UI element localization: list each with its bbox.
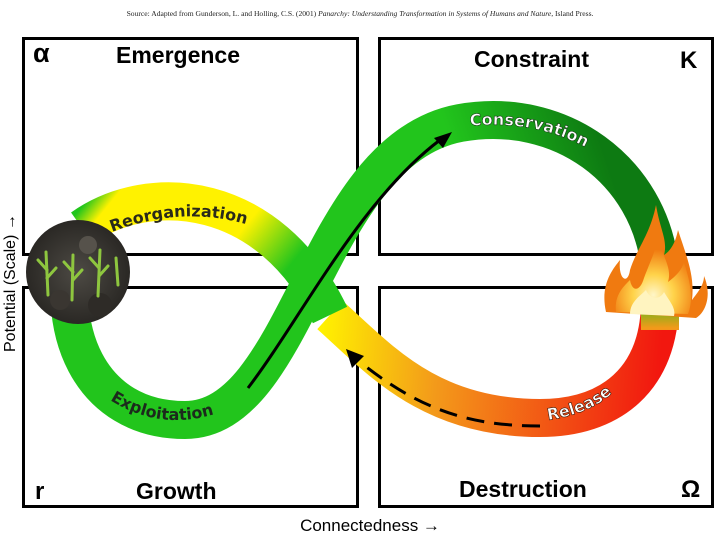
x-axis-label: Connectedness → — [300, 516, 440, 535]
omega-symbol: Ω — [681, 476, 701, 503]
panel-title-emergence: Emergence — [116, 42, 241, 68]
seedlings-photo-icon — [26, 220, 130, 324]
panel-title-growth: Growth — [136, 478, 217, 504]
exploitation-arrow-head — [434, 132, 452, 148]
alpha-symbol: α — [33, 38, 50, 68]
release-arrow-head — [346, 349, 364, 368]
source-citation: Source: Adapted from Gunderson, L. and H… — [0, 9, 720, 18]
release-arrow-line — [359, 360, 541, 428]
fire-photo-icon — [604, 205, 708, 318]
exploitation-arrow-line — [246, 138, 441, 389]
r-symbol: r — [35, 478, 45, 505]
source-prefix: Source: Adapted from Gunderson, L. and H… — [126, 9, 319, 18]
release-band — [317, 299, 679, 438]
k-symbol: K — [680, 47, 698, 74]
source-book-title: Panarchy: Understanding Transformation i… — [318, 9, 552, 18]
panel-title-destruction: Destruction — [459, 476, 587, 502]
reorganization-band — [71, 182, 348, 324]
growth-conservation-band — [50, 101, 679, 440]
source-suffix: , Island Press. — [551, 9, 594, 18]
panel-title-constraint: Constraint — [474, 46, 589, 72]
y-axis-label: Potential (Scale) → — [2, 214, 19, 352]
